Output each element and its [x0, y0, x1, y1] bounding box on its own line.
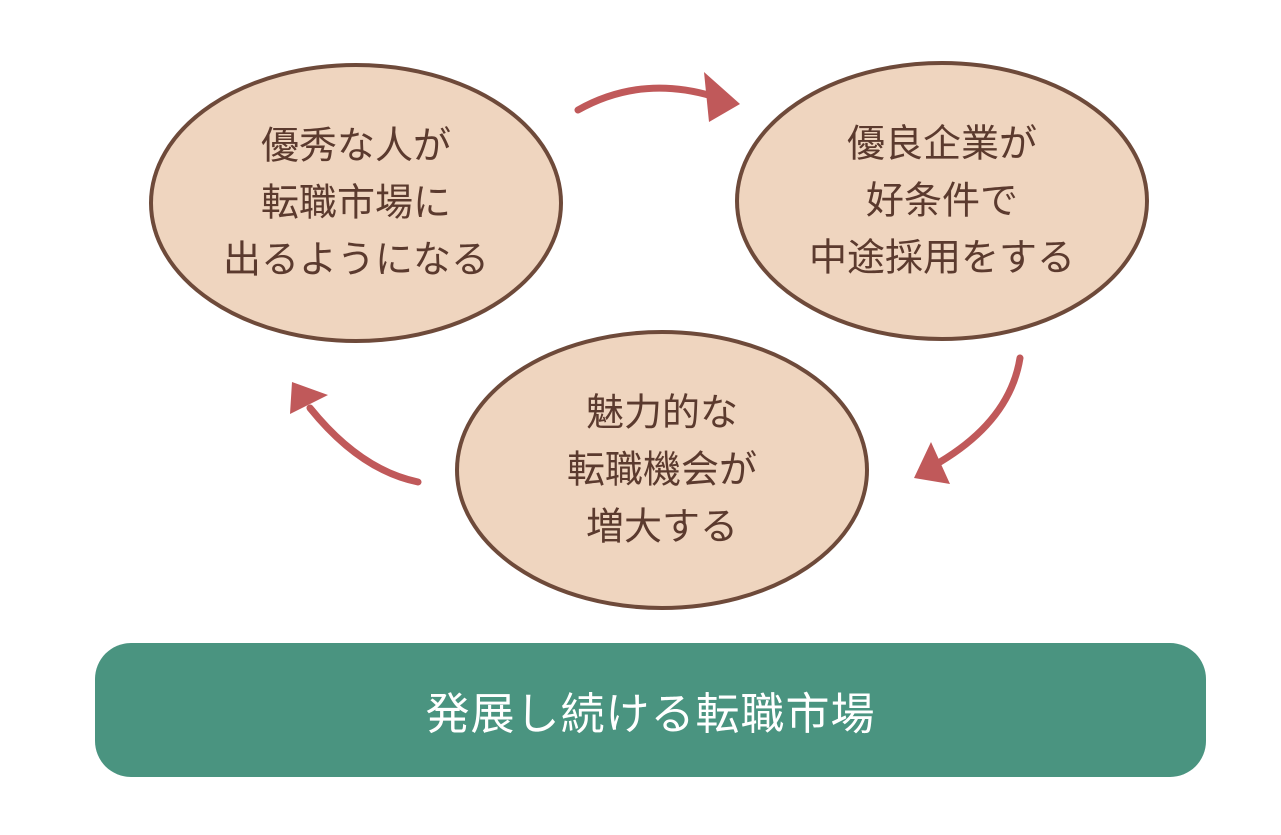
node-line: 魅力的な — [585, 390, 739, 435]
node-ellipse-top-left — [149, 63, 563, 343]
arrow-top — [574, 72, 740, 122]
node-line: 好条件で — [865, 178, 1019, 223]
node-ellipse-top-right — [735, 61, 1149, 341]
node-line: 転職市場に — [260, 180, 452, 225]
node-ellipse-bottom — [455, 330, 869, 610]
node-line: 優秀な人が — [260, 123, 452, 168]
arrow-right — [914, 354, 1024, 484]
node-line: 転職機会が — [566, 447, 758, 492]
result-banner: 発展し続ける転職市場 — [95, 643, 1206, 777]
node-line: 中途採用をする — [808, 235, 1076, 280]
arrow-left — [290, 382, 422, 486]
node-line: 出るようになる — [222, 237, 490, 282]
node-text-top-right: 優良企業が 好条件で 中途採用をする — [809, 116, 1075, 287]
node-line: 優良企業が — [846, 121, 1038, 166]
banner-label: 発展し続ける転職市場 — [425, 689, 876, 740]
node-text-bottom: 魅力的な 転職機会が 増大する — [567, 385, 757, 556]
node-text-top-left: 優秀な人が 転職市場に 出るようになる — [223, 118, 489, 289]
node-line: 増大する — [585, 504, 739, 549]
